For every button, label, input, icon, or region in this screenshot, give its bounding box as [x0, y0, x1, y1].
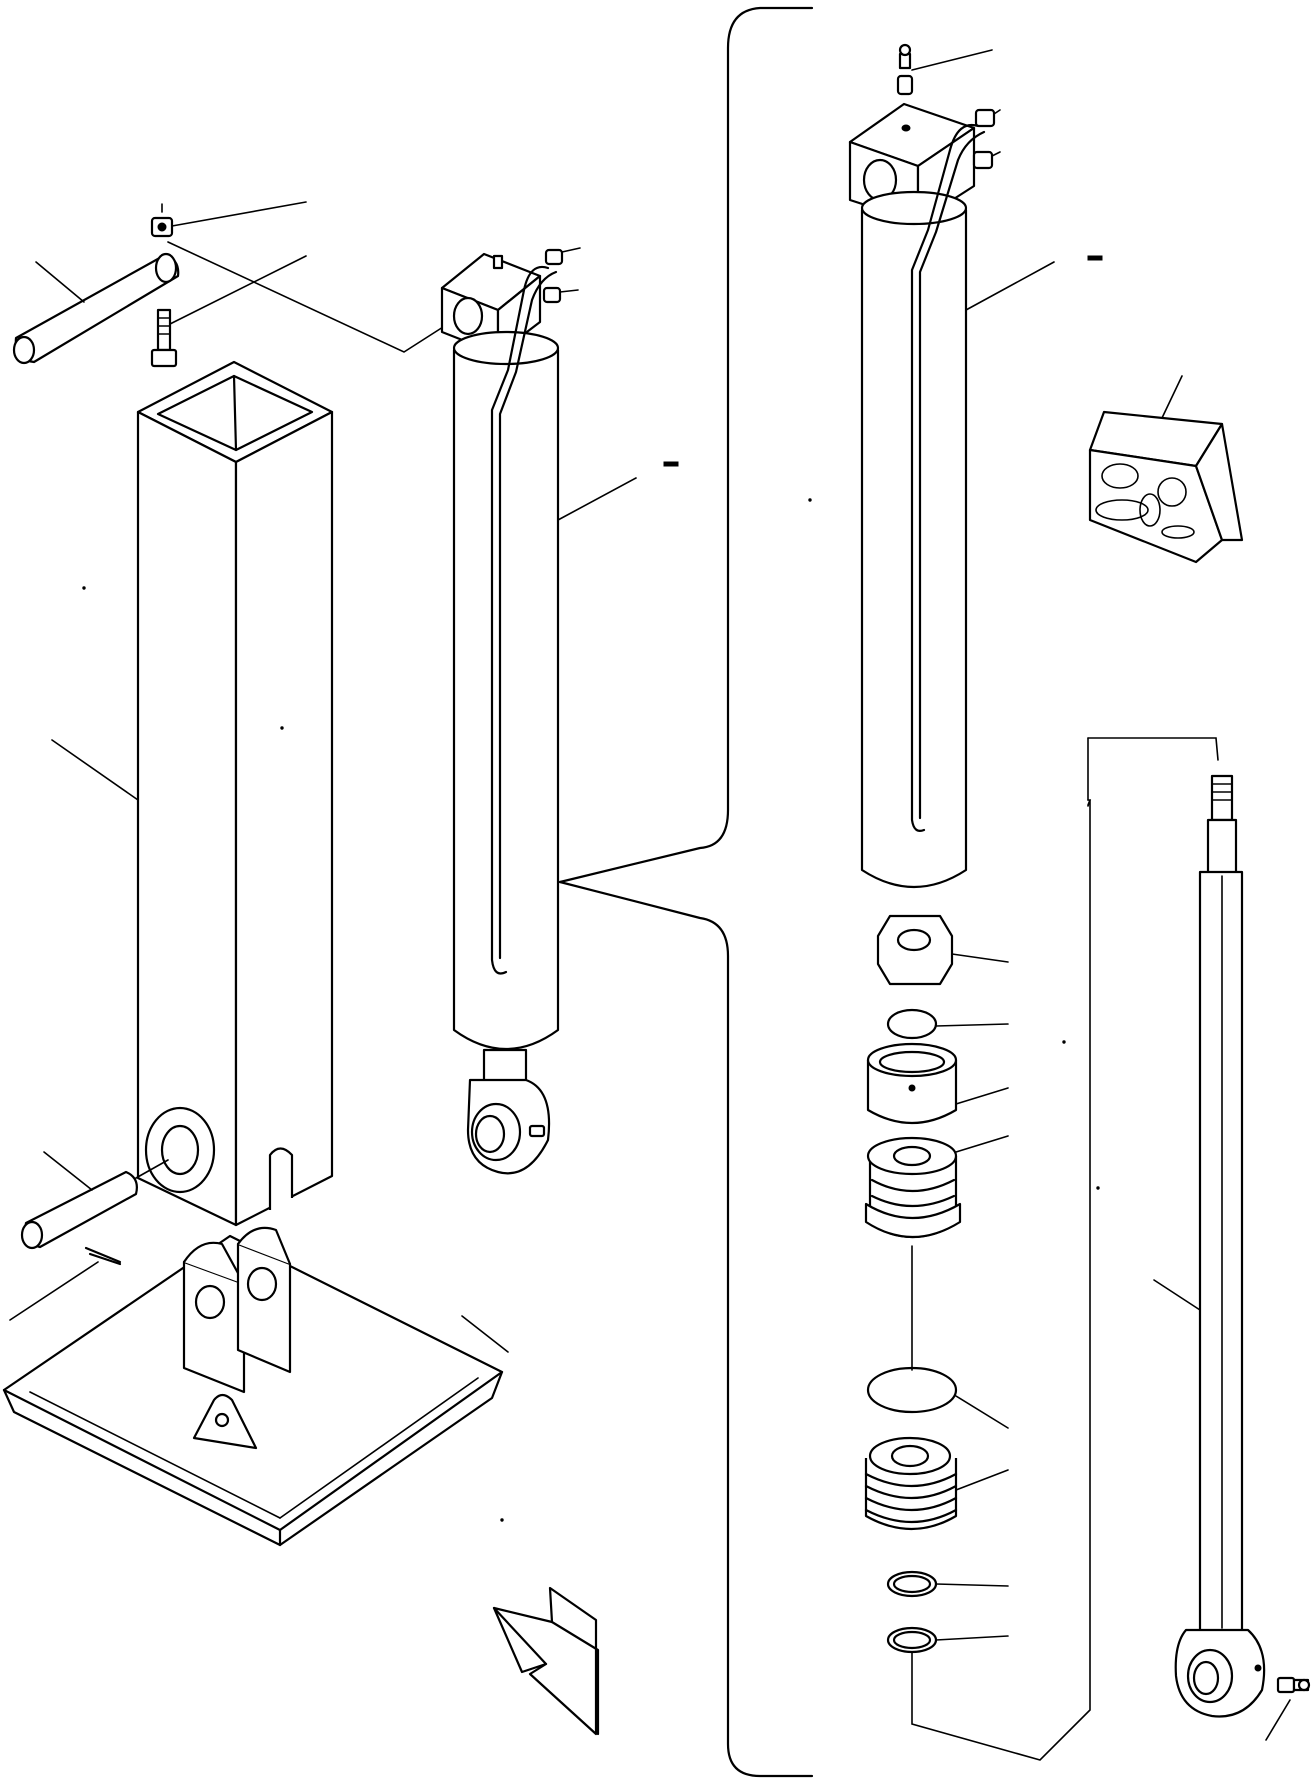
piston — [864, 1136, 962, 1239]
scan-speck — [1062, 1040, 1066, 1044]
leader-cylinder — [557, 477, 637, 521]
leader-rod — [1153, 1279, 1201, 1311]
assembly-bracket — [558, 6, 814, 1778]
leader-wiper-ring — [935, 1635, 1009, 1641]
split-pin — [84, 1246, 122, 1266]
callout-mark-tube — [1087, 255, 1103, 261]
leader-piston — [955, 1135, 1009, 1153]
leader-bolt — [169, 255, 307, 325]
leader-o-ring-large — [955, 1395, 1009, 1429]
grease-nipple-bottom — [1276, 1676, 1311, 1694]
leader-o-ring-small — [935, 1023, 1009, 1027]
square-post — [136, 360, 334, 1227]
grease-nipple-top — [896, 43, 914, 96]
cylinder-tube — [848, 102, 1001, 888]
back-up-ring — [886, 1570, 938, 1598]
leader-seal-kit — [1161, 375, 1183, 419]
piston-nut — [876, 914, 954, 986]
o-ring-small — [886, 1008, 938, 1040]
leader-post — [51, 739, 139, 801]
leader-nut — [171, 201, 307, 227]
front-direction-arrow-icon — [492, 1586, 600, 1736]
leader-tube — [965, 261, 1055, 311]
callout-mark — [663, 461, 679, 467]
bolt — [150, 308, 178, 368]
leader-pin — [35, 261, 85, 303]
leader-nut-2 — [951, 953, 1009, 963]
leader-bushing — [955, 1087, 1009, 1105]
leader-split-pin — [9, 1261, 99, 1321]
scan-speck — [82, 586, 86, 590]
upper-pin — [12, 252, 180, 365]
scan-speck — [808, 498, 812, 502]
wiper-ring — [886, 1626, 938, 1654]
pin-axis-line — [167, 241, 455, 353]
lock-nut — [150, 203, 174, 238]
cylinder-assembly — [440, 247, 581, 1175]
lower-pin — [20, 1159, 169, 1250]
scan-speck — [280, 726, 284, 730]
scan-speck — [1096, 1186, 1100, 1190]
bushing — [866, 1042, 958, 1125]
leader-grease-nipple — [911, 49, 993, 71]
leader-base-plate — [461, 1315, 509, 1353]
leader-gland — [955, 1469, 1009, 1491]
leader-back-up-ring — [935, 1583, 1009, 1587]
piston-rod — [1174, 774, 1266, 1718]
gland — [864, 1436, 958, 1531]
base-plate — [2, 1226, 504, 1547]
scan-speck — [500, 1518, 504, 1522]
leader-lower-pin — [43, 1151, 93, 1191]
leader-grease-nipple-bottom — [1265, 1699, 1291, 1741]
rod-top-link — [1087, 737, 1219, 761]
o-ring-large — [866, 1366, 958, 1414]
seal-kit-icon — [1088, 410, 1244, 564]
